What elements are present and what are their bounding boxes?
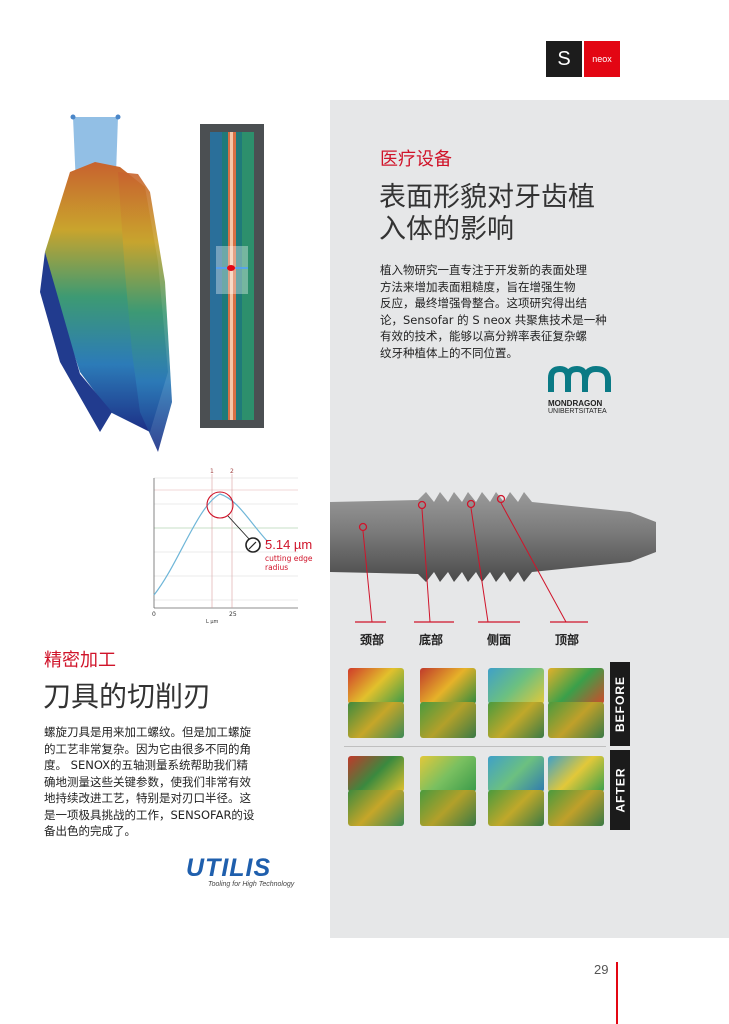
cursor-2-label: 2 [230, 468, 234, 475]
before-neck-map [348, 668, 404, 704]
mondragon-name: MONDRAGON [548, 399, 603, 408]
surface-comparison-grid [340, 660, 608, 830]
medical-title: 表面形貌对牙齿植 入体的影响 [379, 182, 595, 246]
utilis-tagline: Tooling for High Technology [208, 881, 295, 888]
before-top-map-2 [548, 702, 604, 738]
cutting-edge-profile-chart [153, 474, 298, 609]
after-side-map [488, 756, 544, 792]
medical-section-label: 医疗设备 [380, 149, 452, 170]
before-bottom-map-2 [420, 702, 476, 738]
after-bottom-map [420, 756, 476, 792]
after-bottom-map-2 [420, 790, 476, 826]
after-top-map [548, 756, 604, 792]
mondragon-mark-icon [548, 365, 611, 392]
medical-body-text: 植入物研究一直专注于开发新的表面处理 方法来增加表面粗糙度，旨在增强生物 反应，… [380, 263, 607, 360]
brand-logo-s: S [546, 41, 582, 77]
cutting-section-label: 精密加工 [44, 650, 116, 671]
mondragon-subname: UNIBERTSITATEA [548, 408, 607, 415]
before-side-map [488, 668, 544, 704]
after-top-map-2 [548, 790, 604, 826]
axis-unit-label: L µm [206, 619, 219, 625]
cursor-1-label: 1 [210, 468, 214, 475]
before-top-map [548, 668, 604, 704]
after-neck-map-2 [348, 790, 404, 826]
axis-tick-25: 25 [229, 611, 237, 618]
page-number: 29 [594, 962, 609, 977]
cutting-body-text: 螺旋刀具是用来加工螺纹。但是加工螺旋 的工艺非常复杂。因为它由很多不同的角 度。… [44, 725, 255, 838]
cutting-title: 刀具的切削刃 [43, 680, 212, 713]
before-side-map-2 [488, 702, 544, 738]
before-after-divider [344, 746, 606, 747]
magnifier-icon [245, 537, 261, 553]
axis-tick-0: 0 [152, 611, 156, 618]
after-tab: AFTER [610, 750, 630, 830]
mondragon-logo: MONDRAGON UNIBERTSITATEA [548, 365, 614, 415]
label-bottom: 底部 [418, 633, 443, 647]
before-bottom-map [420, 668, 476, 704]
brand-logo-neox: neox [584, 41, 620, 77]
before-neck-map-2 [348, 702, 404, 738]
page-number-bar [616, 962, 618, 1024]
label-side: 侧面 [486, 633, 511, 647]
label-top: 顶部 [554, 633, 579, 647]
after-side-map-2 [488, 790, 544, 826]
confocal-strip-image [200, 124, 264, 428]
dental-implant-image [330, 492, 656, 623]
label-neck: 颈部 [359, 633, 384, 647]
after-neck-map [348, 756, 404, 792]
cutting-edge-3d-image [40, 114, 172, 452]
before-tab: BEFORE [610, 662, 630, 746]
cutting-edge-radius-value: 5.14 µm [265, 537, 313, 552]
utilis-logo: UTILIS [186, 854, 272, 882]
